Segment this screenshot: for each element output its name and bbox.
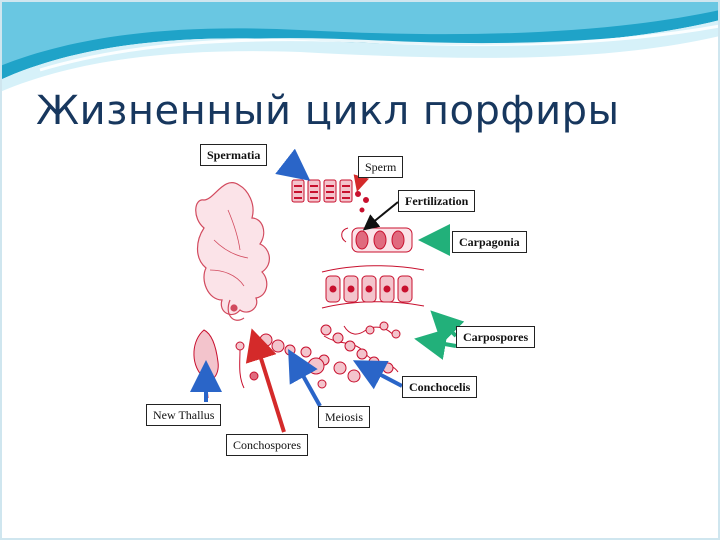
- carpospore-band: [321, 265, 425, 309]
- new-thallus-illustration: [193, 329, 259, 399]
- label-new-thallus: New Thallus: [146, 404, 222, 426]
- label-carpospores: Carpospores: [456, 326, 536, 348]
- conchocelis-filaments: [318, 321, 401, 383]
- header-wave-band: [0, 0, 720, 92]
- arrows: [190, 148, 465, 433]
- thallus-illustration: [195, 182, 270, 321]
- label-conchospores: Conchospores: [226, 434, 308, 456]
- porphyra-life-cycle-diagram: [190, 148, 465, 433]
- label-sperm: Sperm: [358, 156, 404, 178]
- label-meiosis: Meiosis: [318, 406, 371, 428]
- label-spermatia: Spermatia: [200, 144, 268, 166]
- carpogonia-cells: [341, 227, 413, 253]
- label-fertilization: Fertilization: [398, 190, 476, 212]
- slide-title: Жизненный цикл порфиры: [36, 88, 620, 134]
- label-carpogonia: Carpagonia: [452, 231, 527, 253]
- spermatia-cells: [291, 179, 369, 213]
- label-conchocelis: Conchocelis: [402, 376, 478, 398]
